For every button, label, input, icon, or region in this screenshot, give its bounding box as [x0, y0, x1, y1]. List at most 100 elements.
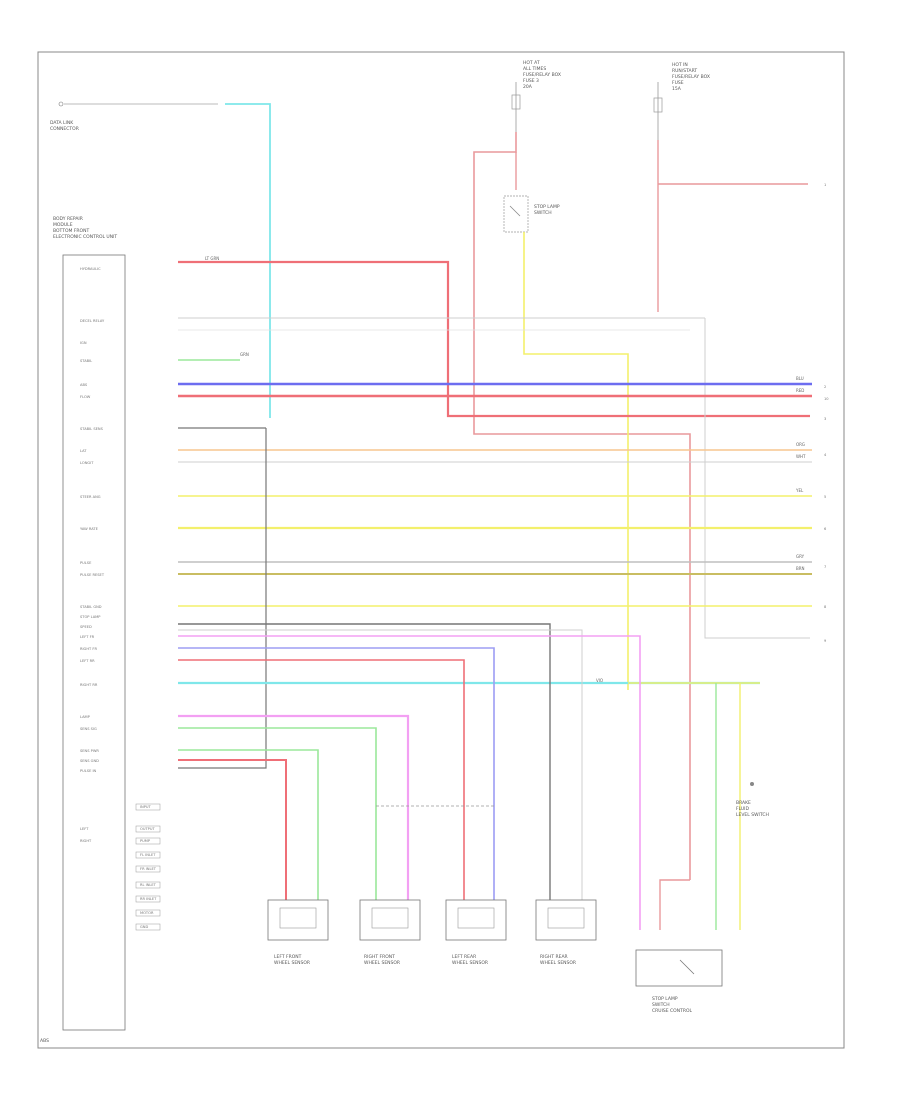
wire-dark-shield: [178, 428, 267, 769]
module-pin-labels: HYDRAULIC DECEL RELAY IGN STABIL ABS FLOW STAB…: [80, 267, 105, 843]
fuse-1-label: FUSE 3: [523, 78, 539, 84]
stop-switch-label: STOP LAMP: [534, 204, 560, 210]
sensor-box-rf: [359, 899, 421, 941]
brake-fluid-label: BRAKE: [736, 800, 751, 806]
harness-lines: [178, 260, 812, 930]
fuse-2: HOT IN RUN/START FUSE/RELAY BOX FUSE 15A: [653, 62, 710, 140]
module-pin-label: SENS PWR: [80, 749, 99, 753]
stop-switch-2-label: CRUISE CONTROL: [652, 1008, 692, 1014]
solenoid-coil: [135, 865, 161, 873]
wire-color-label: WHT: [796, 454, 806, 459]
solenoid-coil: [135, 923, 161, 931]
module-pin-label: ABS: [80, 383, 88, 387]
footer-label: ABS: [40, 1038, 49, 1044]
module-pin-label: IGN: [80, 341, 87, 345]
wheel-sensors: LEFT FRONT WHEEL SENSOR RIGHT FRONT WHEE…: [267, 899, 597, 966]
module-pin-label: STOP LAMP: [80, 615, 101, 619]
right-reference-number: 10: [824, 397, 829, 401]
module-label-line: BOTTOM FRONT: [53, 228, 89, 234]
stop-switch-contact: [509, 205, 521, 217]
solenoid-label: RR INLET: [140, 897, 157, 901]
module-pin-label: STABIL: [80, 359, 92, 363]
module-pin-label: RIGHT RR: [80, 683, 98, 687]
module-pin-label: LEFT: [80, 827, 89, 831]
solenoid-coil: [135, 837, 161, 845]
right-reference-number: 4: [824, 453, 827, 457]
right-reference-number: 8: [824, 605, 827, 609]
fuse-1: HOT AT ALL TIMES FUSE/RELAY BOX FUSE 3 2…: [511, 60, 561, 132]
solenoid-label: OUTPUT: [140, 827, 155, 831]
sensor-box-lr: [445, 899, 507, 941]
wire-grey-drop: [704, 318, 810, 639]
solenoid-label: PUMP: [140, 839, 151, 843]
wire-color-label: ORG: [796, 442, 805, 447]
sensor-label-rf: RIGHT FRONT: [364, 954, 395, 960]
stop-lamp-switch-2: STOP LAMP SWITCH CRUISE CONTROL: [635, 879, 723, 1014]
fuse-1-body: [511, 94, 521, 110]
right-reference-number: 2: [824, 385, 826, 389]
solenoid-label: FL INLET: [140, 853, 156, 857]
solenoid-coil: [135, 895, 161, 903]
module-pin-label: STABIL GND: [80, 605, 102, 609]
right-reference-number: 3: [824, 417, 826, 421]
module-pin-label: YAW RATE: [80, 527, 99, 531]
solenoid-coil: [135, 909, 161, 917]
right-reference-number: 5: [824, 495, 826, 499]
fuse-1-label: FUSE/RELAY BOX: [523, 72, 561, 78]
sensor-label-rf: WHEEL SENSOR: [364, 960, 400, 966]
sensor-wire-grey: [178, 629, 583, 900]
sensor-wire-green: [178, 727, 377, 900]
fuse1-feed-red: [473, 132, 691, 880]
module-pin-label: SPEED: [80, 625, 92, 629]
wire-color-label: YEL: [795, 488, 804, 493]
brake-fluid-switch: BRAKE FLUID LEVEL SWITCH: [736, 782, 769, 818]
wire-color-label: GRY: [796, 554, 805, 559]
module-pin-label: SENS GND: [80, 759, 99, 763]
solenoid-coil: [135, 803, 161, 811]
wire-color-label: BLU: [796, 376, 804, 381]
sensor-label-rr: WHEEL SENSOR: [540, 960, 576, 966]
brake-fluid-terminal: [750, 782, 754, 786]
stop-switch-2-label: STOP LAMP: [652, 996, 678, 1002]
wire-color-label: RED: [796, 388, 804, 393]
wire-color-label: LT GRN: [205, 256, 219, 261]
sensor-wire-red: [178, 659, 465, 900]
module-pin-label: LONGIT: [80, 461, 94, 465]
module-pin-label: RIGHT: [80, 839, 92, 843]
fuse-2-label: 15A: [672, 86, 682, 92]
solenoid-label: INPUT: [140, 805, 152, 809]
sensor-label-lf: LEFT FRONT: [274, 954, 302, 960]
module-label: BODY REPAIR MODULE BOTTOM FRONT ELECTRON…: [53, 216, 117, 240]
solenoid-label: FR INLET: [140, 867, 157, 871]
right-reference-number: 9: [824, 639, 827, 643]
fuse-2-label: FUSE: [672, 80, 684, 86]
stop-switch-2-box: [635, 949, 723, 987]
module-pin-label: SENS SIG: [80, 727, 97, 731]
sensor-box-lf: [267, 899, 329, 941]
module-pin-label: LAMP: [80, 715, 91, 719]
solenoid-label: RL INLET: [140, 883, 157, 887]
sensor-label-lr: WHEEL SENSOR: [452, 960, 488, 966]
module-pin-label: FLOW: [80, 395, 91, 399]
brake-fluid-label: LEVEL SWITCH: [736, 812, 769, 818]
module-label-line: MODULE: [53, 222, 73, 228]
solenoid-coil: [135, 851, 161, 859]
sensor-wire-blue: [178, 647, 495, 900]
module-pin-label: PULSE RESET: [80, 573, 105, 577]
module-pin-label: LEFT RR: [80, 659, 95, 663]
sensor-box-rr: [535, 899, 597, 941]
sensor-label-lf: WHEEL SENSOR: [274, 960, 310, 966]
module-pin-label: HYDRAULIC: [80, 267, 101, 271]
module-label-line: BODY REPAIR: [53, 216, 83, 222]
fuse-2-body: [653, 97, 663, 113]
solenoid-labels: INPUT OUTPUT PUMP FL INLET FR INLET RL INLET R…: [135, 803, 161, 931]
sensor-label-rr: RIGHT REAR: [540, 954, 568, 960]
wire-color-label: BRN: [796, 566, 805, 571]
fuse-2-label: HOT IN: [672, 62, 688, 68]
module-pin-label: DECEL RELAY: [80, 319, 105, 323]
module-label-line: ELECTRONIC CONTROL UNIT: [53, 234, 117, 240]
brake-fluid-label: FLUID: [736, 806, 749, 812]
